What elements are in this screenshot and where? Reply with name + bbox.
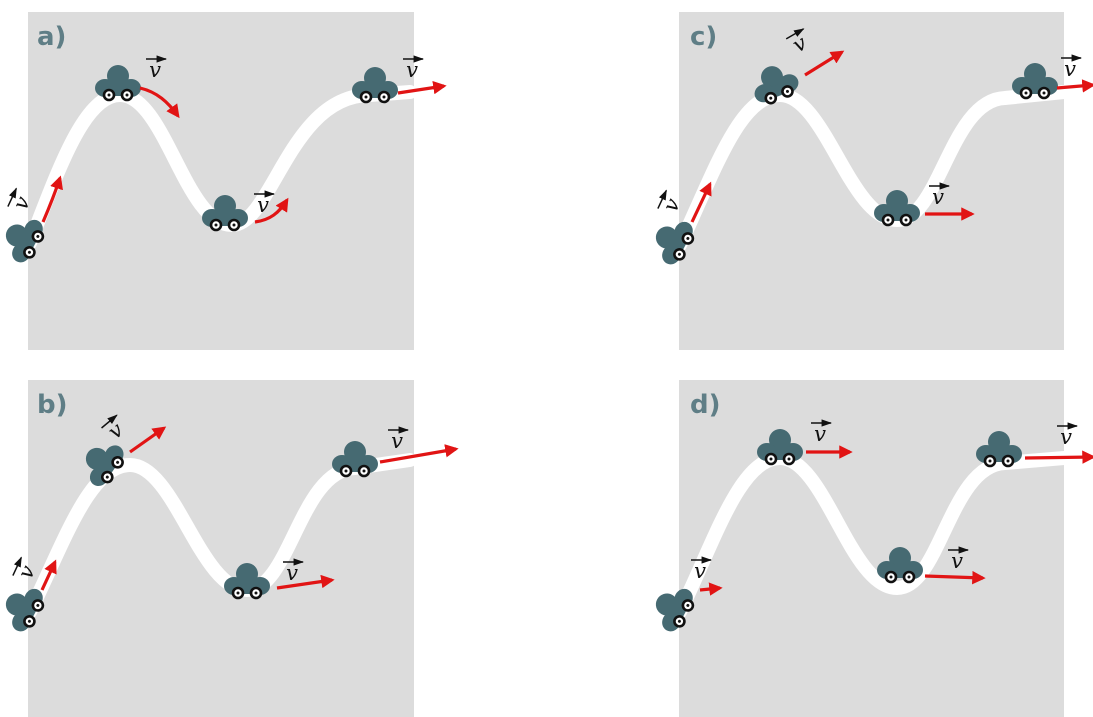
velocity-arrow-icon (379, 444, 459, 464)
panel-a-background (28, 12, 414, 350)
panel-b-background (28, 380, 414, 717)
velocity-arrow-icon (699, 582, 723, 596)
velocity-arrow-icon (1024, 450, 1093, 464)
velocity-arrow-icon (41, 175, 63, 223)
vector-symbol-icon (1057, 425, 1077, 449)
panel-a-label: a) (37, 22, 66, 52)
track (673, 450, 1071, 619)
velocity-arrow-icon (276, 574, 335, 590)
velocity-arrow-icon (690, 181, 712, 223)
track (23, 85, 417, 250)
track (23, 453, 417, 619)
velocity-arrow-icon (254, 197, 289, 224)
panel-b-label: b) (37, 390, 68, 420)
velocity-arrow-icon (804, 50, 845, 77)
track (673, 85, 1071, 252)
velocity-arrow-icon (397, 80, 447, 95)
panel-b: b) (0, 380, 459, 717)
panel-c-background (679, 12, 1064, 350)
panel-d-background (679, 380, 1064, 717)
panel-d-label: d) (690, 390, 721, 420)
panel-c-label: c) (690, 22, 717, 52)
velocity-arrow-icon (1056, 79, 1093, 93)
panel-a: a) (0, 12, 447, 350)
velocity-arrow-icon (40, 559, 57, 591)
velocity-arrow-icon (924, 570, 986, 585)
vector-symbol-icon (1061, 57, 1081, 81)
panel-d: d) (645, 380, 1093, 717)
velocity-arrow-icon (139, 86, 180, 119)
panel-c: c) (645, 12, 1093, 350)
velocity-arrow-icon (129, 426, 167, 454)
vector-symbol-icon (403, 58, 423, 82)
